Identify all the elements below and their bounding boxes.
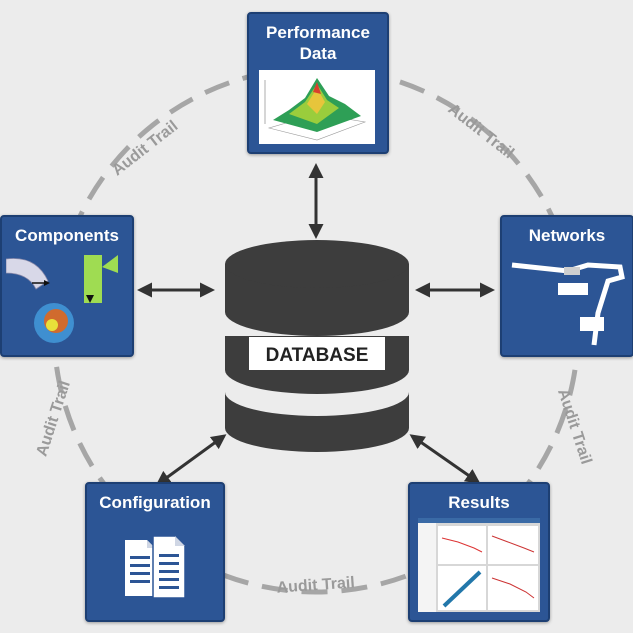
networks-title: Networks (528, 226, 606, 245)
network-diagram-thumbnail (508, 253, 626, 349)
arrow-results (409, 434, 481, 484)
components-node[interactable]: Components (0, 215, 134, 357)
documents-icon (123, 534, 189, 602)
performance-data-title: Performance Data (266, 23, 370, 63)
audit-trail-label-top-left: Audit Trail (109, 118, 181, 180)
components-title: Components (15, 226, 119, 245)
database-label: DATABASE (266, 345, 369, 366)
performance-data-node[interactable]: Performance Data (247, 12, 389, 154)
configuration-node[interactable]: Configuration (85, 482, 225, 622)
networks-node[interactable]: Networks (500, 215, 633, 357)
results-screenshot-thumbnail (418, 518, 540, 612)
audit-trail-label-bottom: Audit Trail (276, 574, 355, 596)
performance-surface-plot-thumbnail (259, 70, 375, 144)
components-images (5, 251, 126, 351)
results-title: Results (448, 493, 510, 512)
audit-trail-label-top-right: Audit Trail (445, 101, 517, 163)
arrow-configuration (155, 434, 227, 486)
database-label-box (249, 337, 385, 370)
configuration-title: Configuration (99, 493, 211, 512)
results-node[interactable]: Results (408, 482, 550, 622)
